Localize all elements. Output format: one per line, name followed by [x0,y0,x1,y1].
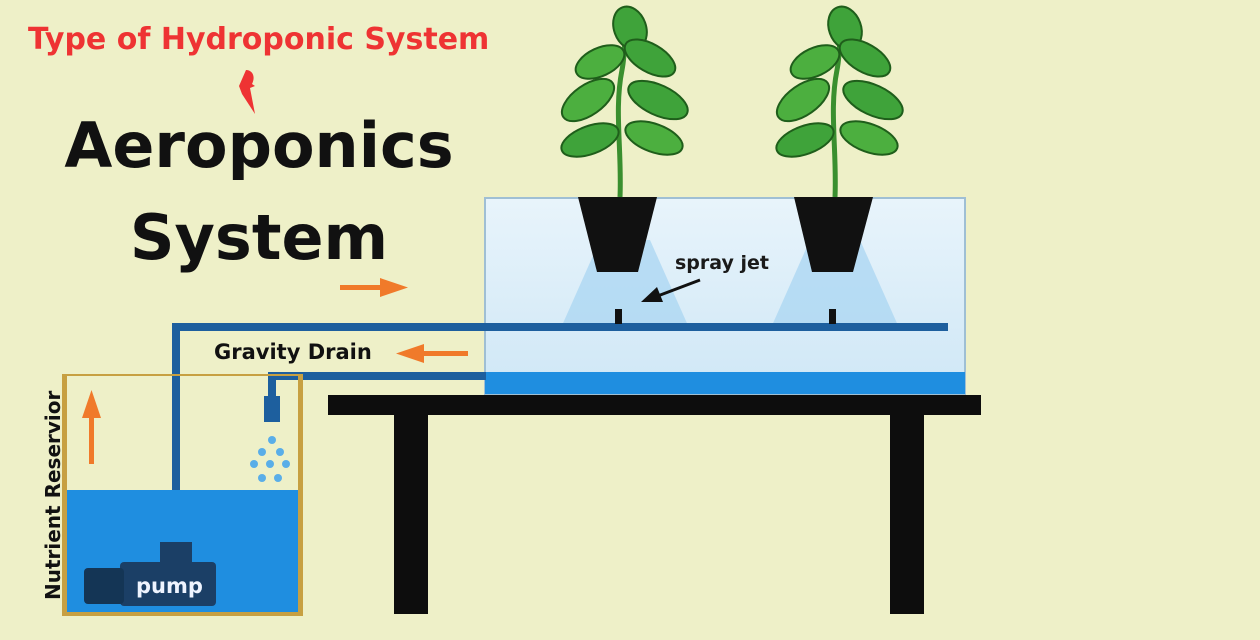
table-top [328,395,981,415]
table-leg-left [394,414,428,614]
spray-jet-arrow-icon [641,278,701,302]
pump-body [120,562,216,606]
drop [276,448,284,456]
reservoir-floor [62,612,303,616]
title-line-1: Aeroponics [64,109,454,182]
leaf [623,38,677,78]
table [328,395,981,614]
net-pot-left [578,197,657,272]
drop [274,474,282,482]
chamber-body [484,197,966,396]
flow-arrows [82,278,468,464]
leaf [627,79,689,121]
drip-drops [250,436,290,482]
drop [258,448,266,456]
leaf [838,38,892,78]
leaf [560,122,620,158]
pump-cap [84,568,124,604]
spray-pipe [485,323,948,331]
supply-pipe [172,323,486,520]
arrow-up-icon [82,390,101,464]
drain-outlet [264,396,280,422]
drop [250,460,258,468]
drop [282,460,290,468]
leaf [574,44,626,80]
leaf [775,77,831,123]
gravity-drain-label: Gravity Drain [214,340,372,364]
leaf [839,120,899,156]
drop [268,436,276,444]
spray-nozzle-left [615,309,622,324]
reservoir-rim [62,374,303,376]
spray-nozzle-right [829,309,836,324]
leaf [775,122,835,158]
title-line-2: System [129,201,389,274]
chamber-water [485,372,965,394]
diagram-heading: Type of Hydroponic System [28,22,490,57]
drop [258,474,266,482]
growing-chamber [484,197,966,396]
drain-pipe [268,372,486,396]
mist-cone-right [770,240,900,330]
pump-label: pump [136,574,203,598]
mist-cone-left [560,240,690,330]
table-leg-right [890,414,924,614]
heading-pointer-icon [239,70,255,114]
net-pot-right [794,197,873,272]
reservoir-wall-right [298,374,303,614]
plant-left [560,5,689,198]
leaf [624,120,684,156]
drop [266,460,274,468]
plant-right [775,5,904,198]
nutrient-reservoir-label: Nutrient Reservior [41,390,65,600]
arrow-left-icon [396,344,468,363]
leaf [842,79,904,121]
leaf [560,77,616,123]
diagram-title: Aeroponics System [54,100,464,284]
reservoir-wall-left [62,374,67,614]
leaf [789,44,841,80]
pump-unit [84,542,216,606]
spray-jet-label: spray jet [675,252,769,274]
arrow-right-icon [340,278,408,297]
